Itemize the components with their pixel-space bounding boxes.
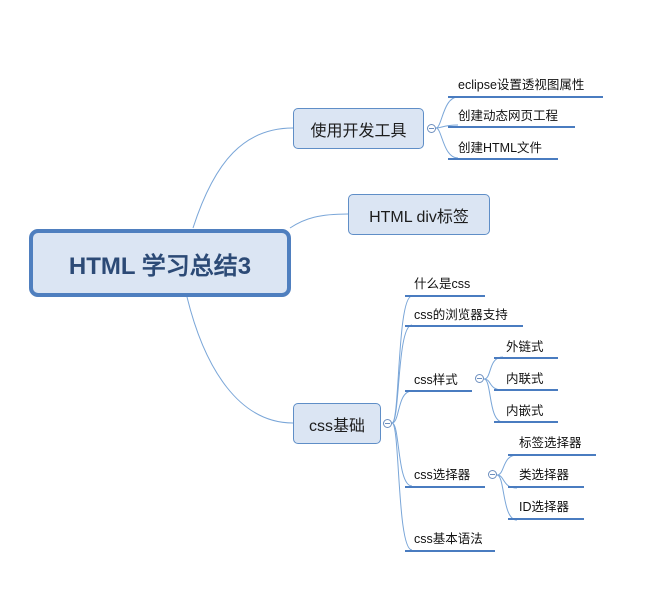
leaf-underline-id-selector (508, 518, 584, 520)
branch-node-css[interactable]: css基础 (293, 403, 381, 444)
connector-tools-2 (435, 124, 459, 129)
leaf-inline-style[interactable]: 内联式 (506, 372, 544, 386)
leaf-underline-browser-support (405, 325, 523, 327)
connector-css-what (391, 295, 413, 424)
leaf-underline-external-style (494, 357, 558, 359)
leaf-underline-embedded-style (494, 421, 558, 423)
branch-node-tools[interactable]: 使用开发工具 (293, 108, 424, 149)
connector-root-css (186, 296, 294, 424)
leaf-create-html[interactable]: 创建HTML文件 (458, 141, 543, 155)
collapse-toggle-css[interactable] (383, 419, 392, 428)
connector-css-browser (391, 324, 413, 424)
leaf-underline-inline-style (494, 389, 558, 391)
branch-label-tools: 使用开发工具 (310, 122, 407, 140)
connector-selectors-3 (496, 474, 518, 521)
leaf-what-is-css[interactable]: 什么是css (414, 277, 471, 291)
leaf-browser-support[interactable]: css的浏览器支持 (414, 308, 508, 322)
leaf-underline-dynamic-project (448, 126, 575, 128)
leaf-underline-css-selectors (405, 486, 485, 488)
subbranch-css-selectors[interactable]: css选择器 (414, 468, 471, 482)
root-title: HTML 学习总结3 (68, 252, 252, 280)
connector-styles-1 (483, 356, 504, 380)
leaf-dynamic-project[interactable]: 创建动态网页工程 (458, 109, 559, 123)
branch-node-div[interactable]: HTML div标签 (348, 194, 490, 235)
branch-label-div: HTML div标签 (369, 208, 469, 226)
leaf-id-selector[interactable]: ID选择器 (519, 500, 570, 514)
root-node[interactable]: HTML 学习总结3 (29, 229, 291, 297)
connector-css-syntax (391, 422, 413, 551)
connector-tools-3 (435, 127, 459, 159)
leaf-underline-class-selector (508, 486, 584, 488)
collapse-toggle-selectors[interactable] (488, 470, 497, 479)
collapse-toggle-styles[interactable] (475, 374, 484, 383)
connector-tools-1 (435, 96, 459, 129)
leaf-underline-css-styles (405, 390, 472, 392)
subbranch-css-styles[interactable]: css样式 (414, 373, 458, 387)
leaf-eclipse[interactable]: eclipse设置透视图属性 (458, 78, 585, 92)
leaf-embedded-style[interactable]: 内嵌式 (506, 404, 544, 418)
leaf-underline-eclipse (448, 96, 603, 98)
leaf-css-syntax[interactable]: css基本语法 (414, 532, 483, 546)
connector-css-selectors (391, 422, 413, 487)
branch-label-css: css基础 (308, 417, 365, 435)
collapse-toggle-tools[interactable] (427, 124, 436, 133)
leaf-underline-what-is-css (405, 295, 485, 297)
leaf-external-style[interactable]: 外链式 (506, 340, 544, 354)
leaf-underline-tag-selector (508, 454, 596, 456)
leaf-tag-selector[interactable]: 标签选择器 (519, 436, 582, 450)
connector-styles-3 (483, 378, 504, 423)
connector-root-tools (192, 127, 294, 229)
connector-root-div (289, 213, 349, 229)
leaf-underline-css-syntax (405, 550, 495, 552)
connector-selectors-1 (496, 454, 518, 476)
leaf-class-selector[interactable]: 类选择器 (519, 468, 570, 482)
leaf-underline-create-html (448, 158, 558, 160)
